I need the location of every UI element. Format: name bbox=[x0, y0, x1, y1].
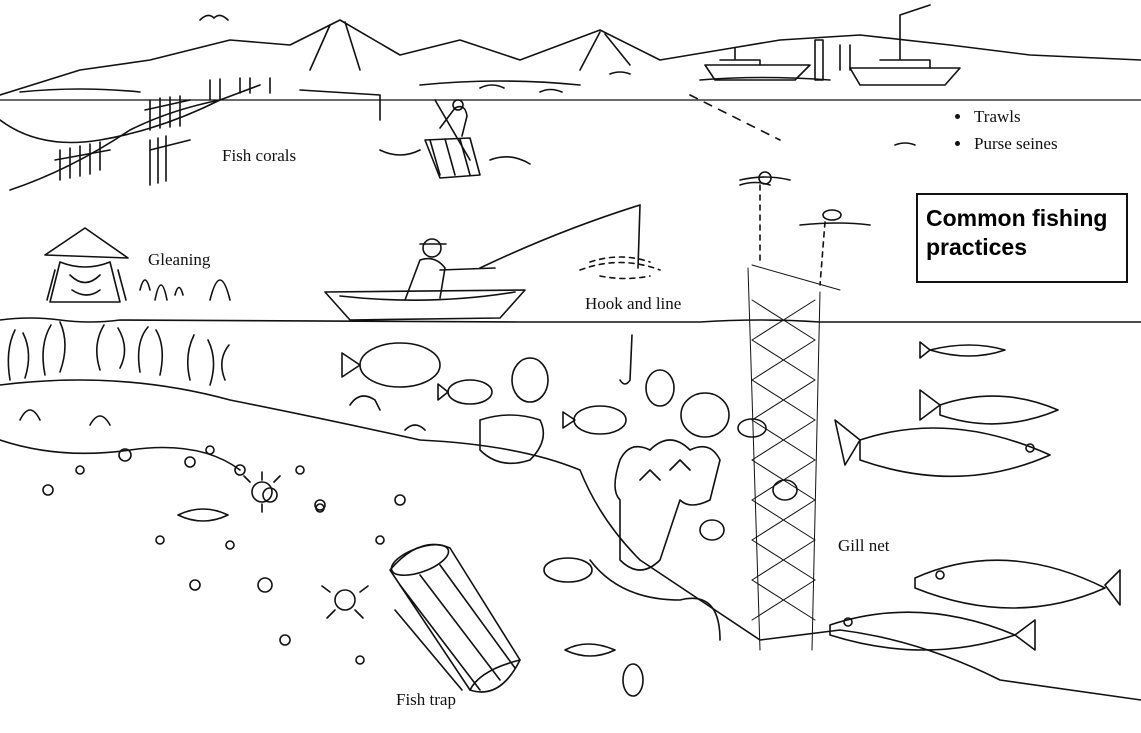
legend-item-label: Trawls bbox=[974, 107, 1021, 126]
surface-ripples bbox=[739, 142, 916, 186]
legend-item-trawls: Trawls bbox=[955, 103, 1058, 130]
title-box: Common fishing practices bbox=[916, 193, 1128, 283]
reef-fish bbox=[341, 342, 798, 583]
pelagic-fish bbox=[829, 341, 1121, 651]
legend-item-purse-seines: Purse seines bbox=[955, 130, 1058, 157]
label-hook-and-line: Hook and line bbox=[585, 294, 682, 313]
label-fish-trap: Fish trap bbox=[396, 690, 456, 709]
mountain-range bbox=[0, 19, 1141, 101]
bullet-icon bbox=[955, 141, 960, 146]
raft-fisher bbox=[379, 99, 531, 179]
trawl-boats bbox=[479, 4, 961, 93]
fish-corals bbox=[0, 77, 381, 191]
trawl-line bbox=[689, 94, 781, 141]
seaweed bbox=[7, 321, 230, 386]
title-line-2: practices bbox=[926, 234, 1028, 260]
label-fish-corals: Fish corals bbox=[222, 146, 297, 165]
coral-head bbox=[479, 414, 721, 641]
birds bbox=[199, 14, 229, 21]
hook-line bbox=[619, 334, 633, 385]
label-gill-net: Gill net bbox=[838, 536, 890, 555]
legend-list: Trawls Purse seines bbox=[955, 103, 1058, 157]
gill-net-floats bbox=[739, 171, 871, 286]
label-gleaning: Gleaning bbox=[148, 250, 211, 269]
legend-item-label: Purse seines bbox=[974, 134, 1058, 153]
title-line-1: Common fishing bbox=[926, 205, 1108, 231]
gleaner-person bbox=[44, 227, 231, 303]
fish-trap bbox=[389, 543, 521, 693]
bullet-icon bbox=[955, 114, 960, 119]
seabed bbox=[0, 379, 1141, 701]
bottom-creatures bbox=[19, 395, 644, 697]
hook-and-line-boat bbox=[324, 204, 661, 321]
water-surface bbox=[0, 317, 1141, 323]
